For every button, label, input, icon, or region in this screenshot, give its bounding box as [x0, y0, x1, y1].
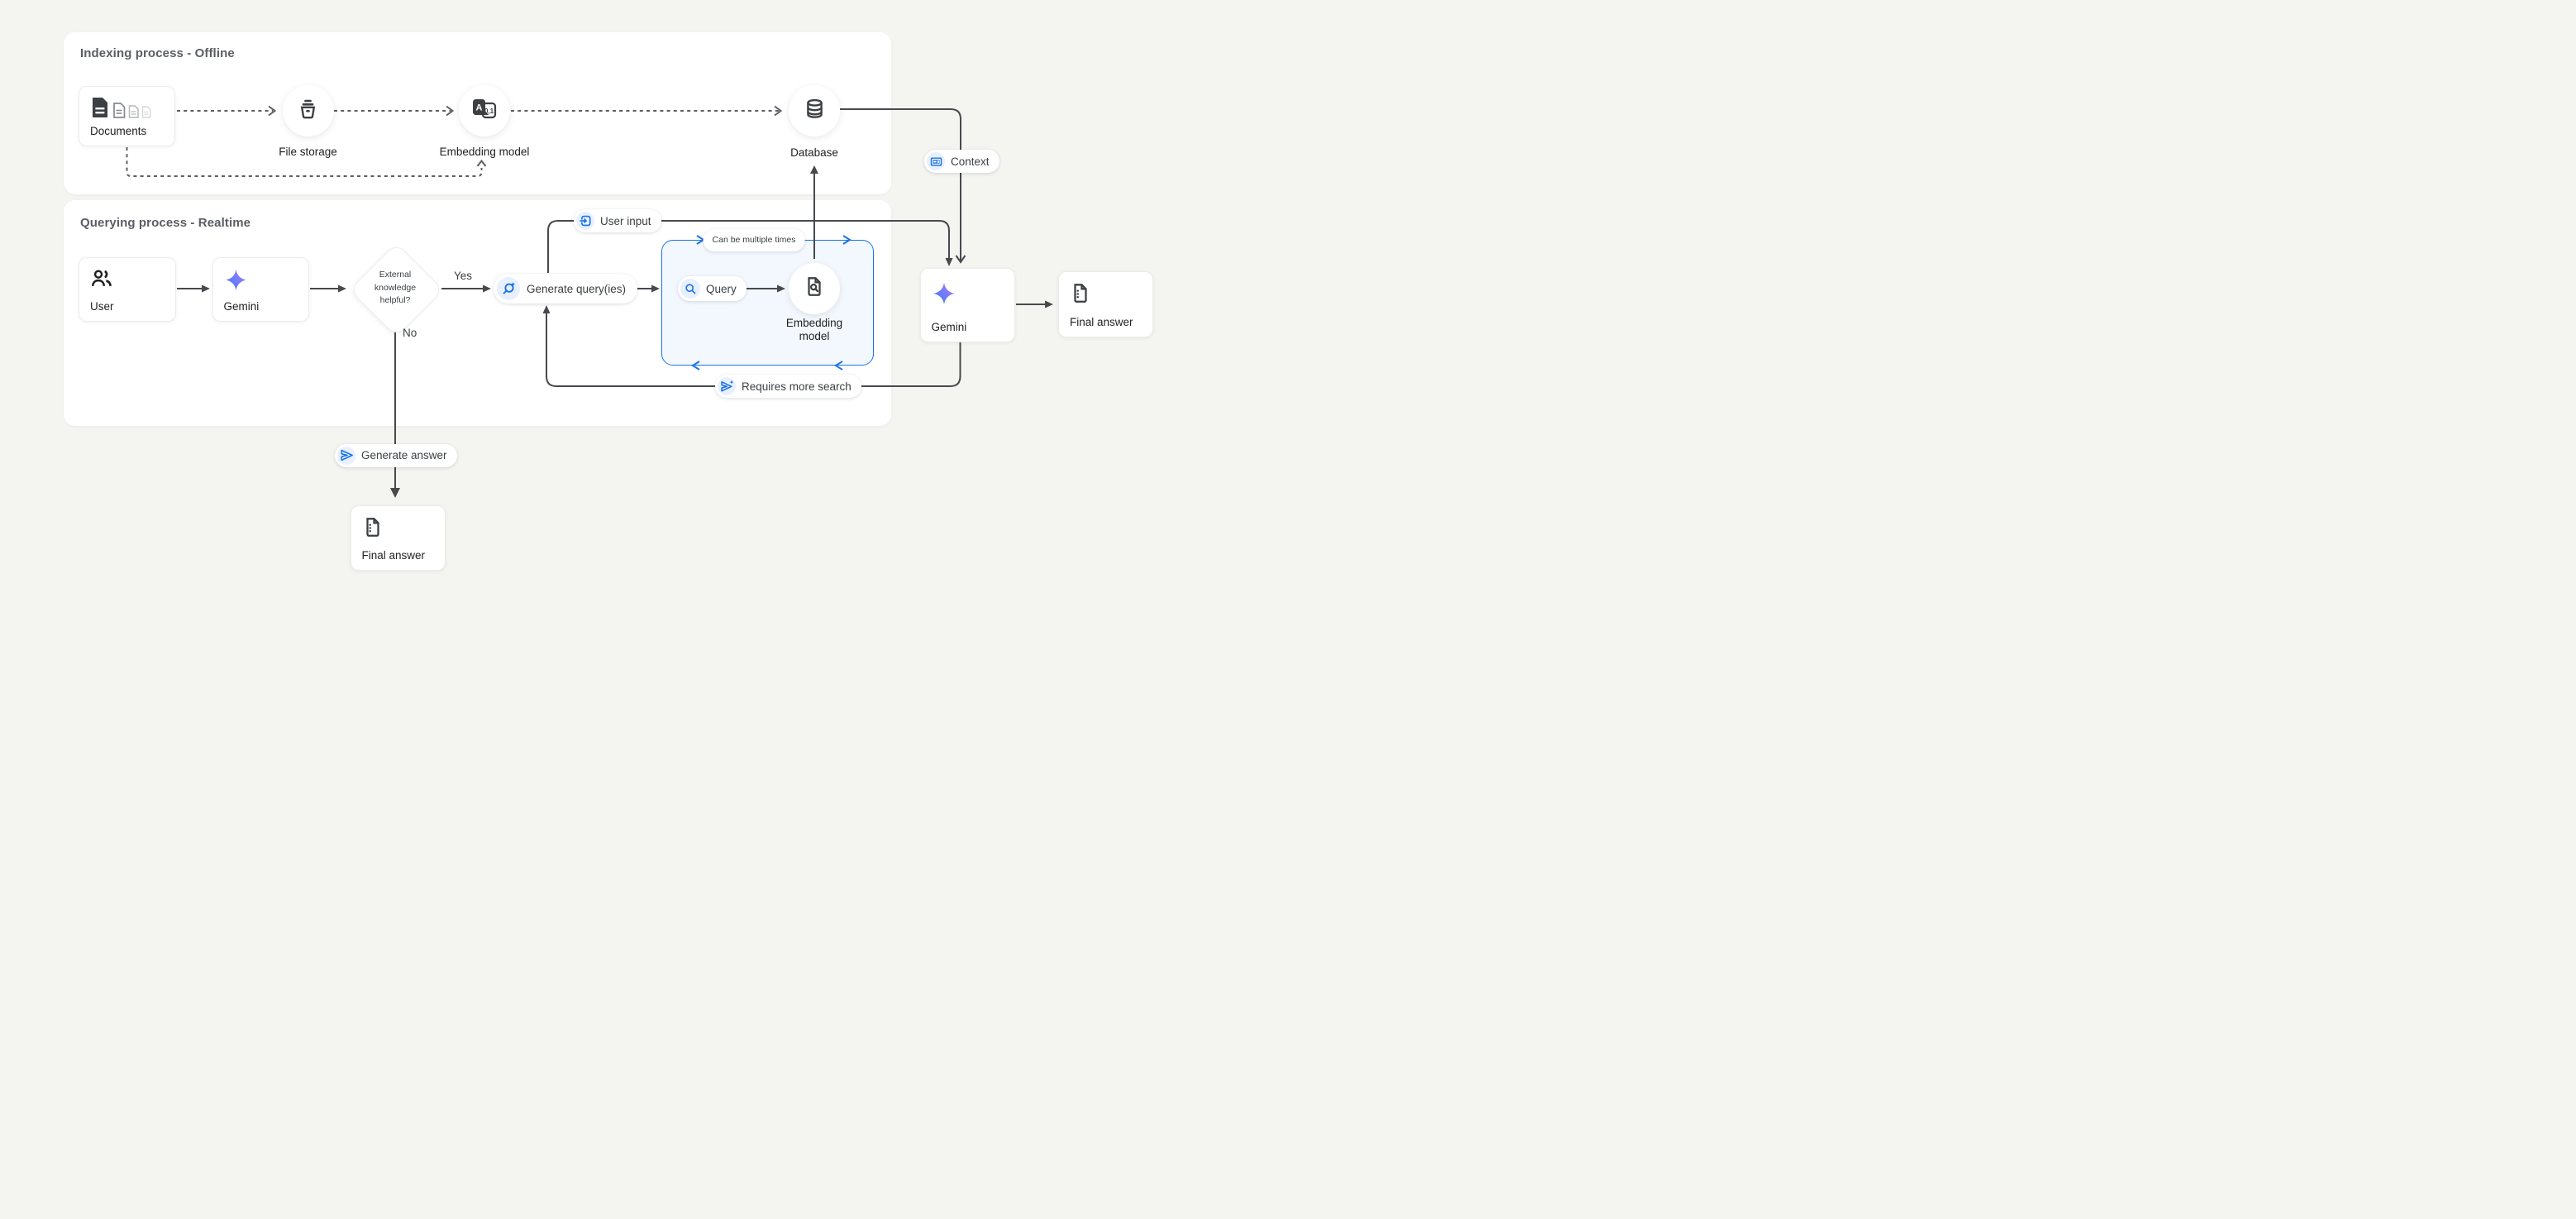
documents-node: Documents [79, 86, 175, 146]
embedding-model-icon: 0,1A [471, 98, 498, 125]
embedding-model-label: Embedding model [440, 146, 530, 158]
arrowhead-gemini [202, 285, 210, 293]
document-dots-icon [362, 516, 384, 538]
send-spark-icon [718, 377, 736, 395]
document-dots-icon [1070, 282, 1091, 304]
final-answer-right-node: Final answer [1058, 271, 1153, 337]
context-badge: Context [924, 150, 999, 173]
file-storage-label: File storage [279, 146, 337, 158]
svg-text:A: A [476, 103, 483, 112]
gemini-final-node: Gemini [920, 268, 1015, 342]
gemini-star-icon [932, 281, 956, 306]
file-storage-icon [297, 98, 319, 124]
user-input-label: User input [600, 215, 651, 227]
embedding-model-node: 0,1A [459, 85, 510, 136]
arrowhead-finalanswer-bottom [390, 488, 400, 498]
login-icon [576, 212, 594, 230]
generate-queries-pill: Generate query(ies) [494, 274, 637, 304]
embedding-model2-label: Embedding model [776, 317, 852, 343]
final-answer-bottom-node: Final answer [351, 505, 446, 571]
decision-text: External knowledge helpful? [367, 269, 423, 308]
arrowhead-finalanswer-right [1045, 301, 1053, 308]
context-icon [927, 152, 945, 170]
file-search-icon [804, 275, 825, 302]
arrowhead-filestorage [269, 107, 275, 116]
database-node [789, 85, 840, 136]
gemini-label: Gemini [224, 300, 260, 313]
search-icon [680, 279, 700, 299]
loop-note-label: Can be multiple times [713, 235, 796, 245]
no-label: No [403, 327, 417, 339]
query-pill: Query [678, 276, 747, 301]
generate-answer-label: Generate answer [361, 449, 447, 461]
final-answer-right-label: Final answer [1070, 316, 1133, 328]
query-label: Query [706, 283, 737, 295]
generate-queries-label: Generate query(ies) [527, 283, 626, 295]
gemini-star-icon [224, 268, 248, 292]
user-node: User [79, 257, 176, 322]
gemini-final-label: Gemini [932, 321, 967, 333]
user-input-badge: User input [574, 209, 661, 232]
requires-more-search-label: Requires more search [742, 380, 852, 393]
loopbox-arrow-bottom-right [836, 361, 842, 370]
indexing-title: Indexing process - Offline [80, 46, 235, 60]
gemini-node: Gemini [212, 257, 310, 322]
arrowhead-generatequeries [483, 285, 491, 293]
send-icon [337, 447, 355, 465]
search-spark-icon [497, 277, 520, 300]
querying-title: Querying process - Realtime [80, 216, 250, 230]
arrowhead-loop-up [543, 305, 551, 313]
arrowhead-embedding-loop [478, 161, 486, 167]
documents-label: Documents [90, 125, 146, 137]
edge-database-context-gemini [840, 109, 961, 261]
arrowhead-embedding2 [777, 285, 785, 293]
user-icon [90, 268, 113, 289]
loop-note-pill: Can be multiple times [704, 229, 805, 251]
arrowhead-loopbox [651, 285, 660, 293]
arrowhead-decision [338, 285, 346, 293]
database-label: Database [790, 146, 838, 159]
generate-answer-badge: Generate answer [335, 444, 457, 467]
loopbox-arrow-bottom-left [693, 361, 699, 370]
requires-more-search-badge: Requires more search [715, 375, 861, 398]
file-storage-node [283, 85, 334, 136]
loopbox-arrow-top-right [843, 236, 850, 244]
yes-label: Yes [454, 270, 472, 282]
diagram-canvas: Indexing process - Offline Querying proc… [0, 0, 1288, 610]
user-label: User [90, 300, 114, 313]
context-label: Context [951, 155, 990, 168]
arrowhead-userinput-down [946, 258, 953, 266]
database-icon [804, 98, 826, 124]
arrowhead-database-up [810, 165, 818, 174]
embedding-model2-node [789, 263, 840, 314]
documents-icon [90, 97, 151, 118]
final-answer-bottom-label: Final answer [362, 549, 426, 562]
